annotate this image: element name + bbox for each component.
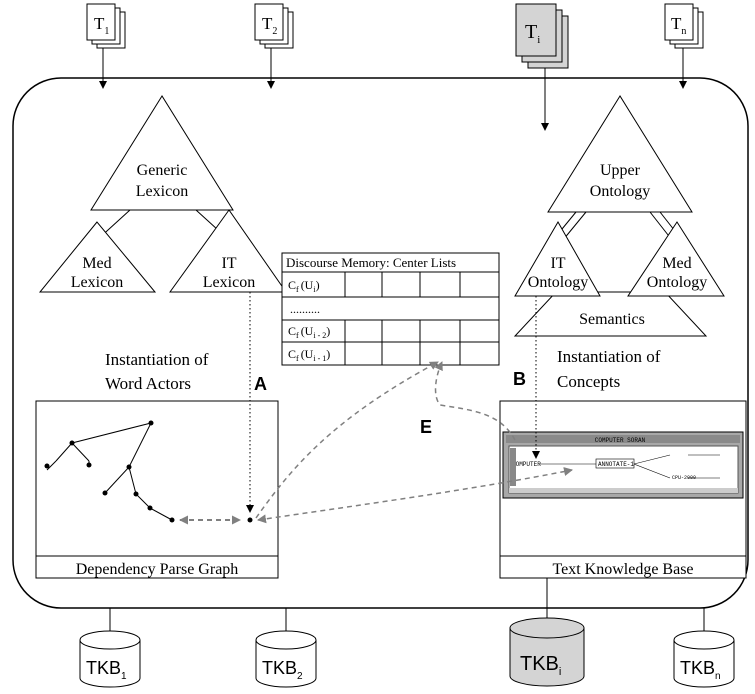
center-list-row-i2: Cf(Ui - 2) bbox=[288, 324, 330, 340]
svg-text:Ti: Ti bbox=[525, 21, 540, 46]
tkb-i-cylinder: TKBi bbox=[509, 578, 585, 687]
tkb-n-cylinder: TKBn bbox=[673, 608, 735, 688]
it-ontology: IT Ontology bbox=[514, 220, 601, 297]
svg-text:T2: T2 bbox=[262, 14, 277, 37]
semantics-layer: Semantics bbox=[513, 291, 708, 337]
kb-window-title: COMPUTER SORAN bbox=[595, 437, 646, 444]
svg-text:T1: T1 bbox=[94, 14, 109, 37]
document-t1: T1 bbox=[86, 3, 126, 89]
svg-text:TKBn: TKBn bbox=[680, 658, 721, 682]
svg-text:IT: IT bbox=[221, 255, 236, 272]
kb-node-computer: COMPUTER bbox=[512, 461, 541, 468]
label-e: E bbox=[420, 417, 432, 437]
document-ti: Ti bbox=[515, 3, 569, 131]
svg-text:Ontology: Ontology bbox=[647, 274, 707, 291]
tkb-1-cylinder: TKB1 bbox=[79, 608, 141, 688]
label-a: A bbox=[254, 374, 267, 394]
center-list-row-i: Cf(Ui) bbox=[288, 278, 320, 294]
center-list-row-i1: Cf(Ui - 1) bbox=[288, 347, 330, 363]
tkb-2-cylinder: TKB2 bbox=[255, 608, 317, 688]
kb-window-thumbnail: COMPUTER SORAN COMPUTER ANNOTATE-1 CPU-2… bbox=[502, 431, 744, 499]
label-b: B bbox=[513, 369, 526, 389]
dependency-parse-graph: Dependency Parse Graph bbox=[35, 400, 279, 579]
text-knowledge-base: Text Knowledge Base COMPUTER SORAN COMPU… bbox=[499, 400, 747, 579]
parse-nodes bbox=[44, 420, 253, 523]
document-tn: Tn bbox=[664, 3, 704, 89]
inst-concepts-line2: Concepts bbox=[557, 372, 620, 391]
svg-text:TKBi: TKBi bbox=[520, 653, 561, 678]
inst-word-line1: Instantiation of bbox=[105, 350, 209, 369]
svg-text:Lexicon: Lexicon bbox=[71, 274, 123, 291]
system-boundary bbox=[12, 77, 749, 609]
med-lexicon: Med Lexicon bbox=[38, 221, 157, 293]
svg-text:Ontology: Ontology bbox=[590, 183, 650, 200]
upper-ontology: Upper Ontology bbox=[547, 95, 693, 213]
svg-text:Lexicon: Lexicon bbox=[136, 183, 188, 200]
inst-word-line2: Word Actors bbox=[105, 374, 191, 393]
svg-text:Med: Med bbox=[662, 255, 691, 272]
dep-graph-caption: Dependency Parse Graph bbox=[76, 561, 239, 578]
svg-text:TKB2: TKB2 bbox=[262, 658, 303, 682]
generic-lexicon: Generic Lexicon bbox=[90, 95, 234, 211]
tkb-caption: Text Knowledge Base bbox=[552, 561, 693, 578]
svg-text:Med: Med bbox=[82, 255, 111, 272]
it-lexicon: IT Lexicon bbox=[169, 209, 287, 293]
svg-text:Generic: Generic bbox=[137, 162, 188, 179]
kb-node-annotate: ANNOTATE-1 bbox=[598, 461, 634, 468]
med-ontology: Med Ontology bbox=[627, 221, 725, 297]
arrow-d bbox=[257, 467, 573, 524]
svg-text:Semantics: Semantics bbox=[579, 311, 645, 328]
parse-tree bbox=[46, 422, 173, 521]
svg-text:Lexicon: Lexicon bbox=[203, 274, 255, 291]
kb-node-cpu: CPU-2000 bbox=[672, 475, 696, 481]
svg-text:TKB1: TKB1 bbox=[86, 658, 127, 682]
inst-concepts-line1: Instantiation of bbox=[557, 347, 661, 366]
center-list-ellipsis: .......... bbox=[290, 302, 320, 316]
discourse-title: Discourse Memory: Center Lists bbox=[286, 255, 456, 270]
discourse-memory-table: Discourse Memory: Center Lists Cf(Ui) ..… bbox=[281, 252, 500, 366]
document-t2: T2 bbox=[254, 3, 294, 89]
svg-text:Upper: Upper bbox=[600, 162, 641, 179]
svg-text:IT: IT bbox=[550, 255, 565, 272]
svg-text:Tn: Tn bbox=[671, 14, 686, 37]
svg-text:Ontology: Ontology bbox=[528, 274, 588, 291]
arrow-e-graph bbox=[255, 361, 439, 519]
